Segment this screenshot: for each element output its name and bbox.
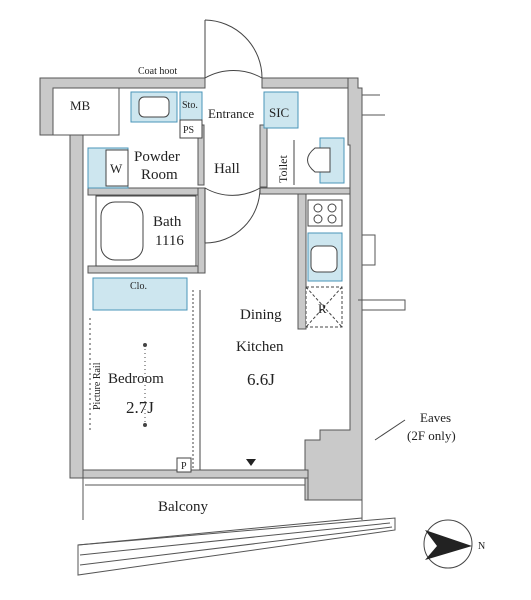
hall-label: Hall — [214, 161, 240, 177]
bath-label-2: 1116 — [155, 233, 184, 249]
wall-right — [304, 77, 363, 501]
clo-label: Clo. — [130, 281, 147, 292]
outline — [77, 94, 406, 576]
powder-label-2: Room — [141, 167, 178, 183]
dk-label-3: 6.6J — [247, 370, 275, 389]
walls — [39, 77, 363, 501]
mb-label: MB — [70, 98, 91, 113]
p-label: P — [181, 461, 187, 472]
dk-label-2: Kitchen — [236, 339, 284, 355]
wall-top-right — [261, 77, 359, 89]
eaves-label-2: (2F only) — [407, 428, 456, 443]
sto-label: Sto. — [182, 100, 198, 111]
picture-rail-label: Picture Rail — [92, 362, 103, 410]
bath-label-1: Bath — [153, 214, 182, 230]
w-label: W — [110, 161, 123, 176]
powder-label-1: Powder — [134, 149, 180, 165]
wall-hall-right — [259, 124, 268, 188]
sic-label: SIC — [269, 105, 289, 120]
north-compass — [423, 519, 473, 569]
balcony-label: Balcony — [158, 499, 208, 515]
toilet-label: Toilet — [276, 155, 290, 183]
mb-box — [52, 87, 120, 136]
wall-left — [69, 134, 84, 479]
coat-hook-label: Coat hoot — [138, 66, 177, 77]
entrance-label: Entrance — [208, 106, 254, 121]
wall-kitchen-counter — [297, 193, 307, 330]
wall-bottom — [82, 469, 309, 479]
wall-toilet-bottom — [259, 187, 351, 195]
north-label: N — [478, 541, 485, 552]
dk-label-1: Dining — [240, 307, 282, 323]
fixture-details — [95, 96, 343, 328]
closet-strip — [92, 277, 188, 311]
eaves-label-1: Eaves — [420, 410, 451, 425]
wall-bath-clo — [87, 265, 205, 274]
window-arrow — [246, 459, 256, 466]
wall-powder-bath — [87, 187, 205, 196]
doors — [89, 19, 295, 470]
r-label: R — [318, 301, 327, 316]
eaves-leader — [374, 419, 406, 441]
sic-box — [263, 91, 299, 129]
bedroom-label-2: 2.7J — [126, 398, 154, 417]
ps-label: PS — [183, 125, 194, 136]
wall-bath-right — [197, 187, 206, 274]
bedroom-label-1: Bedroom — [108, 371, 164, 387]
p-box — [176, 457, 192, 473]
